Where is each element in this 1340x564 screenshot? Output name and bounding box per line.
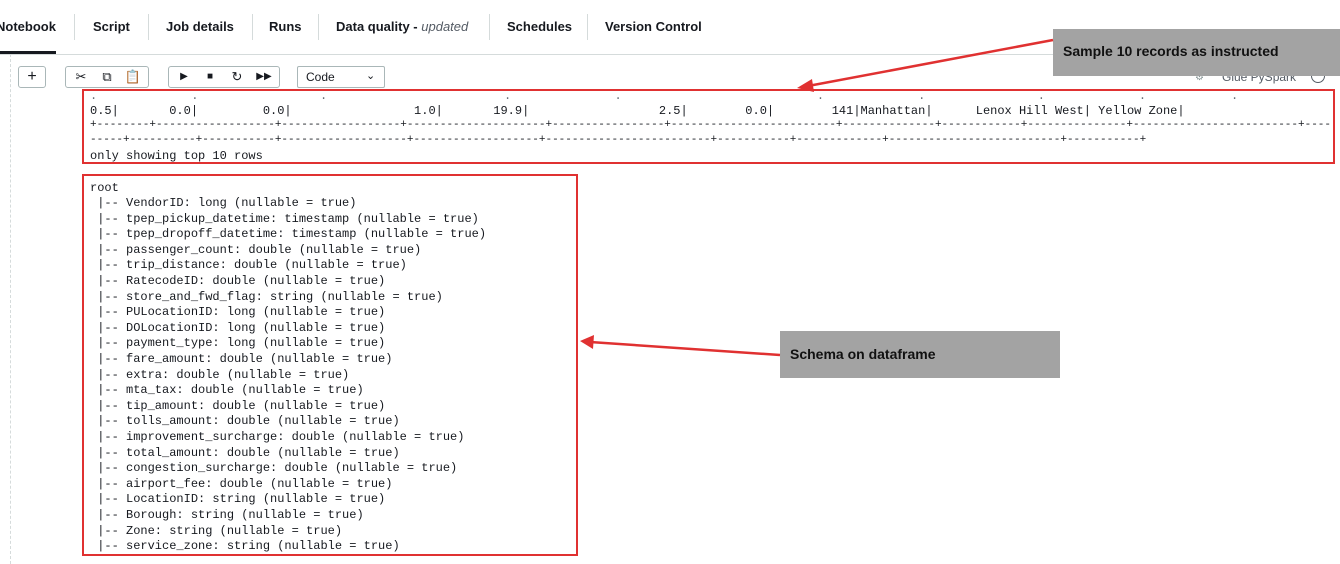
- schema-field-line: |-- extra: double (nullable = true): [90, 367, 350, 382]
- cell-type-select[interactable]: Code ⌄: [297, 66, 385, 88]
- schema-field-line: |-- store_and_fwd_flag: string (nullable…: [90, 289, 443, 304]
- schema-field-line: |-- total_amount: double (nullable = tru…: [90, 445, 400, 460]
- cell-gutter: [0, 54, 11, 564]
- schema-field-line: |-- RatecodeID: double (nullable = true): [90, 274, 386, 288]
- tab-runs[interactable]: Runs: [269, 0, 302, 54]
- tab-script[interactable]: Script: [93, 0, 130, 54]
- tab-label: Schedules: [507, 19, 573, 34]
- run-button-group: ▶ ■ ↻ ▶▶: [168, 66, 280, 88]
- annotation-box-table: [82, 89, 1335, 164]
- table-footer: only showing top 10 rows: [90, 149, 263, 163]
- callout-schema: Schema on dataframe: [780, 331, 1060, 378]
- tab-divider: [489, 14, 490, 40]
- tab-label: Notebook: [0, 19, 56, 34]
- tab-label: Runs: [269, 19, 302, 34]
- fast-forward-icon[interactable]: ▶▶: [256, 71, 272, 82]
- restart-icon[interactable]: ↻: [231, 69, 243, 84]
- tab-label: Version Control: [605, 19, 702, 34]
- arrow-head-sample: [797, 79, 814, 92]
- schema-field-line: |-- improvement_surcharge: double (nulla…: [90, 430, 465, 444]
- schema-field-line: |-- airport_fee: double (nullable = true…: [90, 476, 393, 491]
- tab-notebook[interactable]: Notebook: [0, 0, 56, 54]
- schema-field-line: |-- Zone: string (nullable = true): [90, 523, 343, 538]
- schema-field-line: |-- VendorID: long (nullable = true): [90, 196, 357, 210]
- tab-divider: [74, 14, 75, 40]
- tab-divider: [148, 14, 149, 40]
- arrow-head-schema: [580, 335, 594, 349]
- schema-field-line: |-- tolls_amount: double (nullable = tru…: [90, 414, 400, 429]
- schema-field-line: |-- passenger_count: double (nullable = …: [90, 242, 422, 257]
- tab-data-quality[interactable]: Data quality - updated: [336, 0, 468, 54]
- tab-schedules[interactable]: Schedules: [507, 0, 572, 54]
- schema-field-line: |-- tpep_pickup_datetime: timestamp (nul…: [90, 211, 479, 226]
- paste-icon[interactable]: 📋: [124, 69, 142, 84]
- tab-label: Data quality -: [336, 19, 422, 34]
- chevron-down-icon: ⌄: [366, 70, 376, 82]
- tab-label: Script: [93, 19, 130, 34]
- callout-sample: Sample 10 records as instructed: [1053, 29, 1340, 76]
- schema-field-line: |-- tpep_dropoff_datetime: timestamp (nu…: [90, 227, 487, 242]
- table-output: . . . . . . . . . . . . . . 0.5| 0.0|: [90, 92, 1330, 164]
- schema-field-line: |-- service_zone: string (nullable = tru…: [90, 539, 400, 554]
- tab-divider: [587, 14, 588, 40]
- add-cell-button[interactable]: +: [18, 66, 46, 88]
- schema-field-line: |-- congestion_surcharge: double (nullab…: [90, 461, 458, 476]
- tab-divider: [252, 14, 253, 40]
- schema-field-line: |-- tip_amount: double (nullable = true): [90, 398, 386, 413]
- tab-divider: [318, 14, 319, 40]
- schema-root: root: [90, 181, 119, 195]
- tab-label: Job details: [166, 19, 234, 34]
- arrow-line-sample: [807, 38, 1054, 88]
- annotation-box-schema: [82, 174, 578, 556]
- schema-field-line: |-- LocationID: string (nullable = true): [90, 492, 386, 507]
- play-icon[interactable]: ▶: [180, 71, 188, 82]
- schema-field-line: |-- payment_type: long (nullable = true): [90, 336, 386, 351]
- table-separator: +--------+------------------+-----------…: [90, 119, 1330, 131]
- stop-icon[interactable]: ■: [206, 71, 214, 82]
- schema-field-line: |-- trip_distance: double (nullable = tr…: [90, 258, 407, 273]
- table-separator: -----+----------+-----------+-----------…: [90, 134, 1147, 146]
- plus-icon: +: [27, 68, 37, 85]
- gear-icon[interactable]: ⚙: [1195, 72, 1204, 83]
- tab-job-details[interactable]: Job details: [166, 0, 234, 54]
- edit-button-group: ✂ ⧉ 📋: [65, 66, 149, 88]
- copy-icon[interactable]: ⧉: [102, 69, 112, 84]
- tab-bar: Notebook Script Job details Runs Data qu…: [0, 0, 1340, 55]
- schema-field-line: |-- fare_amount: double (nullable = true…: [90, 352, 393, 366]
- schema-field-line: |-- DOLocationID: long (nullable = true): [90, 320, 386, 335]
- schema-field-line: |-- mta_tax: double (nullable = true): [90, 383, 364, 398]
- scissors-icon[interactable]: ✂: [75, 69, 87, 84]
- truncated-row-dots: . . . . . . . . . . . . . .: [90, 92, 1241, 103]
- arrow-line-schema: [589, 340, 781, 357]
- table-row: 0.5| 0.0| 0.0| 1.0| 19.9| 2.5| 0.0| 141|…: [90, 104, 1185, 118]
- schema-field-line: |-- Borough: string (nullable = true): [90, 508, 364, 522]
- schema-output: root |-- VendorID: long (nullable = true…: [90, 180, 570, 555]
- updated-tag: updated: [421, 19, 469, 34]
- tab-version-control[interactable]: Version Control: [605, 0, 702, 54]
- cell-type-value: Code: [306, 70, 335, 84]
- schema-field-line: |-- PULocationID: long (nullable = true): [90, 305, 386, 320]
